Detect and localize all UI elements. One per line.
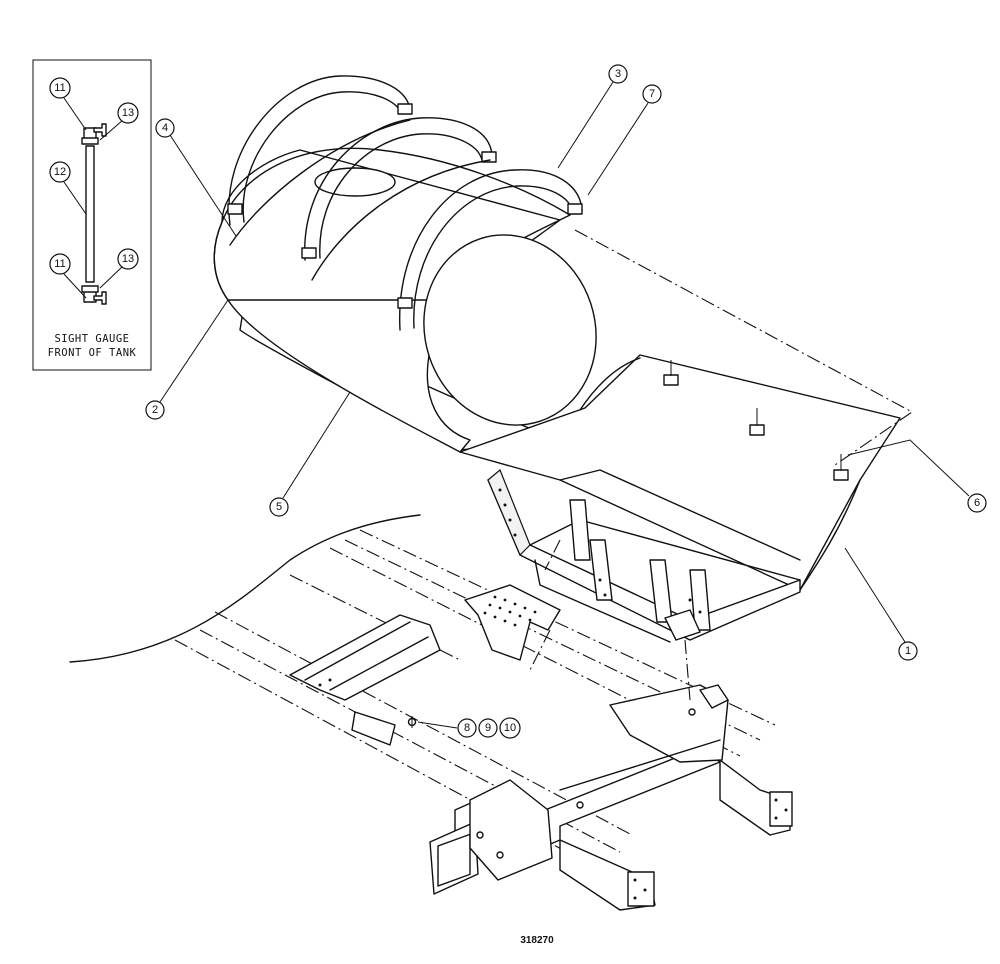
callout-balloon [478, 718, 498, 738]
callout-number: 9 [485, 722, 491, 734]
tank-filler-neck [314, 167, 396, 197]
callout-balloon [49, 161, 71, 183]
tank-strap-middle-outer [304, 117, 493, 261]
frame-mount-bracket [464, 584, 561, 661]
callout-number: 2 [152, 404, 158, 416]
callout-balloon [608, 64, 628, 84]
tank-strap-front-outer [228, 75, 411, 226]
bolt-hardware [407, 716, 417, 728]
callout-balloon [117, 102, 139, 124]
tank-strap-rear-inner [413, 185, 575, 329]
callout-balloon [117, 248, 139, 270]
sight-gauge-inset: 11 13 12 11 13 SIGHT GAUGE FRONT OF TANK [32, 59, 152, 371]
callout-number: 5 [276, 501, 282, 513]
callout-balloon [898, 641, 918, 661]
callout-number: 11 [54, 82, 65, 94]
cradle-frame-end [487, 469, 531, 557]
cradle-frame-side [487, 479, 801, 641]
inset-caption-line2: FRONT OF TANK [48, 347, 137, 359]
truck-frame [69, 514, 793, 911]
callout-number: 13 [122, 107, 134, 119]
front-gusset-plate [609, 684, 729, 763]
phantom-line-tank-to-cradle [574, 229, 914, 466]
drawing-number: 318270 [520, 935, 554, 946]
cradle-top-plate [459, 354, 901, 591]
rear-gusset-plate [469, 779, 553, 881]
fender-curve [69, 514, 421, 663]
bracket-perforations [483, 595, 537, 627]
mount-clip [833, 469, 849, 481]
mount-clip [749, 424, 765, 436]
top-elbow-outlet [93, 123, 107, 137]
strap-bracket [567, 203, 583, 215]
callout-balloon [155, 118, 175, 138]
tank-strap-front-inner [242, 91, 403, 223]
callout-balloon [49, 77, 71, 99]
rail-end-plate [627, 871, 655, 907]
callout-balloon [49, 253, 71, 275]
tank-cradle [459, 354, 901, 643]
strap-bracket [481, 151, 497, 163]
callout-balloon [967, 493, 987, 513]
tank-strap-rear-outer [399, 169, 583, 331]
cradle-gusset [589, 539, 613, 601]
cradle-gusset [569, 499, 591, 561]
frame-rail-right [329, 547, 741, 757]
main-callouts: 1 2 3 4 5 6 7 8 9 10 [145, 64, 987, 739]
mount-clip [663, 374, 679, 386]
callout-number: 4 [162, 122, 168, 134]
inset-border [32, 59, 152, 371]
cradle-mount-shoe [664, 609, 701, 641]
strap-bracket [397, 103, 413, 115]
tank-end-cap [423, 234, 597, 426]
strap-bracket [227, 203, 243, 215]
tank-shell-top [213, 147, 571, 301]
callout-number: 1 [905, 645, 911, 657]
callout-balloon [457, 718, 477, 738]
bottom-elbow-outlet [93, 291, 107, 305]
side-bracket-assembly [289, 614, 441, 701]
callout-number: 7 [649, 88, 655, 100]
strap-bracket [301, 247, 317, 259]
callout-number: 12 [54, 166, 66, 178]
tank-strap-middle-inner [319, 133, 483, 259]
callout-number: 10 [504, 722, 516, 734]
callout-balloon [269, 497, 289, 517]
sight-gauge-tube [85, 145, 95, 283]
strap-bracket [397, 297, 413, 309]
rail-end-left-opening [437, 833, 471, 887]
callout-balloon [145, 400, 165, 420]
callout-number: 11 [54, 258, 65, 270]
lower-bracket-plate [351, 711, 396, 746]
fuel-tank [213, 75, 597, 453]
cradle-gusset [689, 569, 711, 631]
inset-caption-line1: SIGHT GAUGE [54, 333, 129, 345]
callout-balloon [642, 84, 662, 104]
callout-balloon [499, 717, 521, 739]
callout-number: 8 [464, 722, 470, 734]
callout-number: 3 [615, 68, 621, 80]
callout-number: 13 [122, 253, 134, 265]
callout-number: 6 [974, 497, 980, 509]
rail-end-plate [769, 791, 793, 827]
